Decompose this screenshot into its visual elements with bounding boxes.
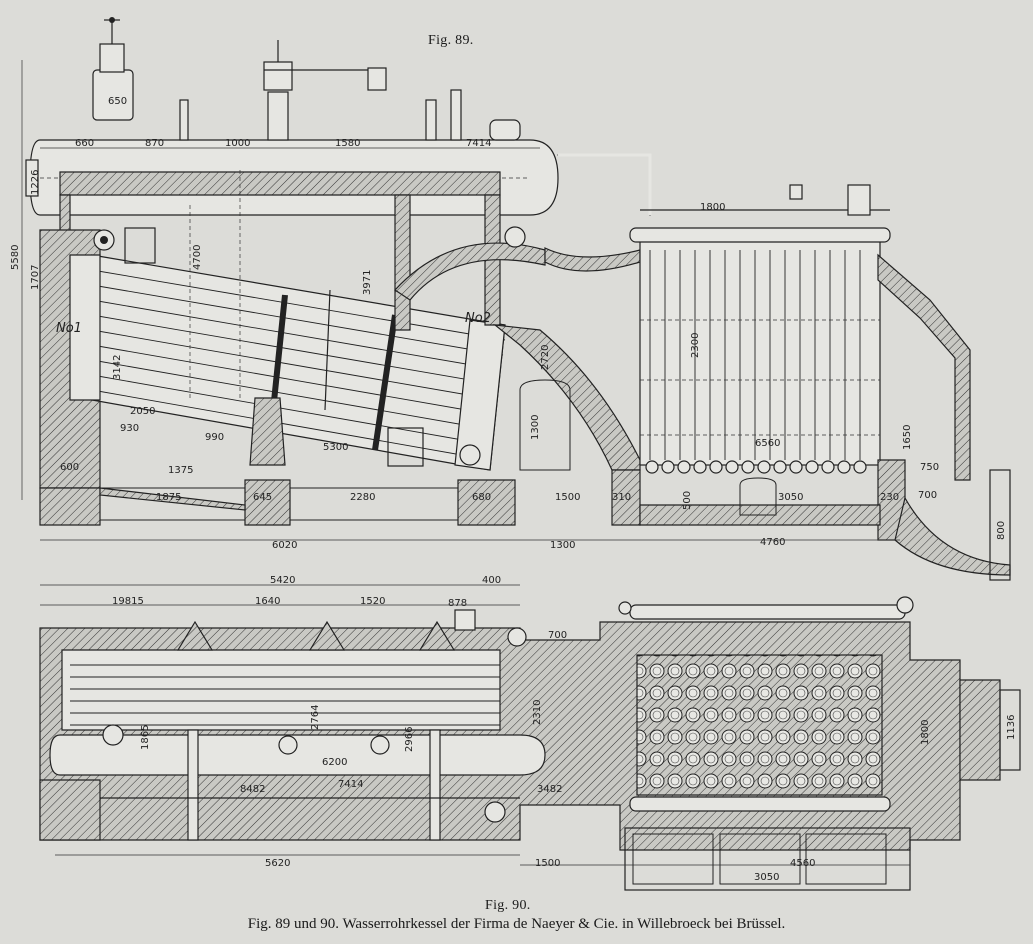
- dim-label: 1640: [255, 596, 280, 607]
- dim-label: 2310: [532, 700, 543, 725]
- economizer: [544, 153, 891, 474]
- fig-90-label: Fig. 90.: [485, 898, 531, 913]
- dim-label: 230: [880, 492, 899, 503]
- dim-label: 1707: [30, 265, 41, 290]
- dim-label: 2966: [404, 727, 415, 752]
- dim-label: 4560: [790, 858, 815, 869]
- dim-label: 19815: [112, 596, 144, 607]
- dim-label: 2280: [350, 492, 375, 503]
- dim-label: 990: [205, 432, 224, 443]
- dim-label: 8482: [240, 784, 265, 795]
- dim-label: 1865: [140, 725, 151, 750]
- dim-label: 3971: [362, 270, 373, 295]
- dim-label: 3482: [537, 784, 562, 795]
- dim-label: 5300: [323, 442, 348, 453]
- dim-label: 2764: [310, 705, 321, 730]
- fig-89-elevation: 650 660 870 1000 1580 7414 4700 3971 122…: [10, 17, 1011, 581]
- dim-label: 6200: [322, 757, 347, 768]
- dim-label: 1375: [168, 465, 193, 476]
- dim-label: 600: [60, 462, 79, 473]
- dim-label: 4700: [192, 245, 203, 270]
- label-no2: No2: [465, 311, 491, 326]
- safety-valve: [263, 40, 387, 141]
- dim-label: 700: [918, 490, 937, 501]
- dim-label: 1300: [550, 540, 575, 551]
- dim-label: 7414: [466, 138, 491, 149]
- dim-label: 2050: [130, 406, 155, 417]
- dim-label: 870: [145, 138, 164, 149]
- dim-label: 3050: [754, 872, 779, 883]
- dim-label: 650: [108, 96, 127, 107]
- dim-label: 6560: [755, 438, 780, 449]
- fig-90-plan: 5420 1640 1520 19815 700 400 878 1865 27…: [39, 575, 1021, 891]
- dim-label: 1500: [535, 858, 560, 869]
- tube-bundle: [69, 254, 506, 471]
- dim-label: 2300: [690, 333, 701, 358]
- dim-label: 1136: [1006, 715, 1017, 740]
- dim-label: 1520: [360, 596, 385, 607]
- dim-label: 3142: [112, 355, 123, 380]
- fig-89-label: Fig. 89.: [428, 33, 474, 48]
- dim-label: 700: [548, 630, 567, 641]
- dim-label: 1800: [700, 202, 725, 213]
- dim-label: 680: [472, 492, 491, 503]
- dim-label: 800: [996, 521, 1007, 540]
- dim-label: 1300: [530, 415, 541, 440]
- dim-label: 1875: [156, 492, 181, 503]
- dim-label: 1650: [902, 425, 913, 450]
- dim-label: 1580: [335, 138, 360, 149]
- dim-label: 1000: [225, 138, 250, 149]
- dim-label: 878: [448, 598, 467, 609]
- dim-label: 1226: [30, 170, 41, 195]
- figure-caption: Fig. 89 und 90. Wasserrohrkessel der Fir…: [247, 916, 786, 932]
- dim-label: 1800: [920, 720, 931, 745]
- dim-label: 400: [482, 575, 501, 586]
- dim-label: 500: [682, 491, 693, 510]
- dim-label: 4760: [760, 537, 785, 548]
- dim-label: 7414: [338, 779, 363, 790]
- label-no1: No1: [56, 321, 82, 336]
- dim-label: 750: [920, 462, 939, 473]
- dim-label: 660: [75, 138, 94, 149]
- dim-label: 6020: [272, 540, 297, 551]
- dim-label: 1500: [555, 492, 580, 503]
- dim-label: 930: [120, 423, 139, 434]
- dim-label: 5420: [270, 575, 295, 586]
- dim-label: 5620: [265, 858, 290, 869]
- dim-label: 645: [253, 492, 272, 503]
- dim-label: 310: [612, 492, 631, 503]
- dim-label: 2720: [540, 345, 551, 370]
- dim-label: 3050: [778, 492, 803, 503]
- dim-label: 5580: [10, 245, 21, 270]
- steam-dome: [92, 17, 134, 121]
